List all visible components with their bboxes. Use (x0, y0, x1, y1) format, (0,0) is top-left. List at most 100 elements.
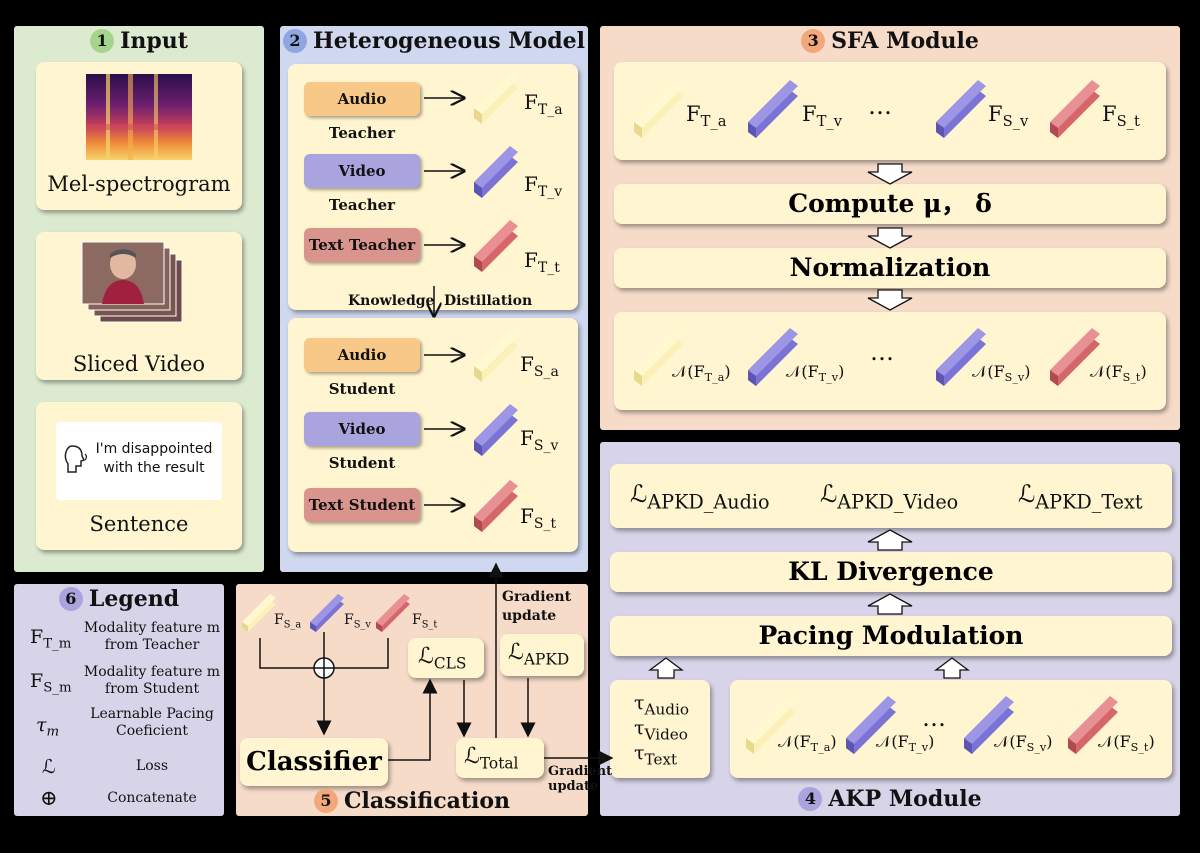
feature-bar-icon (310, 594, 344, 632)
feature-bar-icon (474, 220, 518, 272)
up-arrow-icon (867, 593, 913, 615)
speech-box: I'm disappointed with the result (56, 422, 222, 500)
feature-bar-icon (634, 328, 684, 386)
loss-label: ℒAPKD_Text (1018, 480, 1143, 514)
down-arrow-icon (867, 289, 913, 311)
feature-label: FT_t (524, 248, 560, 276)
loss-label: ℒAPKD_Video (820, 480, 959, 514)
legend-symbol: FT_m (30, 626, 72, 652)
kl-divergence-box: KL Divergence (610, 552, 1172, 592)
classifier-box: Classifier (240, 738, 388, 786)
legend-symbol: FS_m (30, 670, 72, 696)
mel-label: Mel-spectrogram (47, 172, 231, 196)
up-arrow-icon (648, 657, 684, 679)
sliced-video-image (81, 241, 183, 323)
text-student-box: Text Student (304, 488, 420, 522)
feature-bar-icon (474, 146, 518, 198)
mel-spectrogram-image (86, 74, 192, 160)
feature-label: FS_a (520, 352, 559, 380)
feature-bar-icon (634, 80, 684, 138)
norm-feature-label: 𝒩(FT_v) (786, 362, 845, 384)
feature-label: FS_v (344, 612, 371, 631)
panel-number: 5 (313, 789, 338, 813)
feature-bar-icon (242, 594, 276, 632)
text-teacher-box: Text Teacher (304, 228, 420, 262)
ellipsis: … (922, 704, 946, 732)
norm-feature-label: 𝒩(FT_a) (778, 732, 837, 754)
audio-teacher-box: Audio Teacher (304, 82, 420, 142)
feature-label: FT_v (524, 172, 563, 200)
feature-bar-icon (936, 328, 986, 386)
feature-bar-icon (1050, 328, 1100, 386)
feature-label: FS_t (412, 612, 438, 631)
sentence-card: I'm disappointed with the result Sentenc… (36, 402, 242, 550)
feature-bar-icon (474, 480, 518, 532)
video-student-box: Video Student (304, 412, 420, 472)
loss-label: ℒAPKD_Audio (630, 480, 770, 514)
feature-bar-icon (1050, 80, 1100, 138)
panel-number: 3 (801, 29, 826, 53)
ellipsis: … (870, 338, 894, 366)
mel-card: Mel-spectrogram (36, 62, 242, 210)
feature-bar-icon (1068, 696, 1118, 754)
feature-bar-icon (746, 696, 796, 754)
feature-bar-icon (474, 404, 518, 456)
speaking-head-icon (64, 445, 88, 473)
hetero-arrows (424, 72, 518, 532)
feature-bar-icon (376, 594, 410, 632)
classification-panel: Classifier ℒCLS ℒAPKD ℒTotal FS_a FS_v F… (236, 562, 614, 816)
speech-text: I'm disappointed with the result (95, 441, 213, 476)
down-arrow-icon (867, 163, 913, 185)
feature-bar-icon (474, 330, 518, 382)
norm-feature-label: 𝒩(FS_t) (1090, 362, 1147, 384)
legend-desc: Loss (135, 758, 169, 774)
legend-symbol: τm (36, 714, 60, 740)
audio-student-box: Audio Student (304, 338, 420, 398)
panel-number: 2 (282, 29, 307, 53)
tau-label: τText (634, 742, 678, 769)
akp-graphics (648, 529, 1118, 754)
concatenate-icon (313, 657, 335, 679)
feature-label: FS_t (520, 504, 557, 532)
feature-bar-icon (846, 696, 896, 754)
feature-label: FS_t (1102, 102, 1140, 131)
apkd-loss-box: ℒAPKD (500, 634, 584, 676)
norm-feature-label: 𝒩(FS_t) (1098, 732, 1155, 754)
down-arrow-icon (867, 227, 913, 249)
concatenate-icon: ⊕ (40, 786, 58, 810)
normalization-box: Normalization (614, 248, 1166, 288)
feature-label: FS_v (520, 426, 559, 454)
compute-box: Compute μ， δ (614, 184, 1166, 224)
up-arrow-icon (934, 657, 970, 679)
cls-loss-box: ℒCLS (408, 638, 484, 678)
video-teacher-box: Video Teacher (304, 154, 420, 214)
video-card: Sliced Video (36, 232, 242, 380)
feature-label: FT_a (686, 102, 727, 131)
total-loss-box: ℒTotal (456, 738, 544, 778)
tau-card (610, 680, 710, 778)
feature-bar-icon (936, 80, 986, 138)
legend-symbol: ℒ (42, 756, 56, 778)
tau-label: τAudio (634, 692, 689, 719)
norm-feature-label: 𝒩(FS_v) (972, 362, 1031, 384)
pacing-modulation-box: Pacing Modulation (610, 616, 1172, 656)
feature-label: FT_a (524, 90, 563, 118)
akp-panel: KL Divergence Pacing Modulation ℒAPKD_Au… (600, 442, 1180, 816)
legend-desc: Concatenate (107, 790, 197, 806)
norm-feature-label: 𝒩(FT_v) (876, 732, 935, 754)
feature-bar-icon (474, 72, 518, 124)
